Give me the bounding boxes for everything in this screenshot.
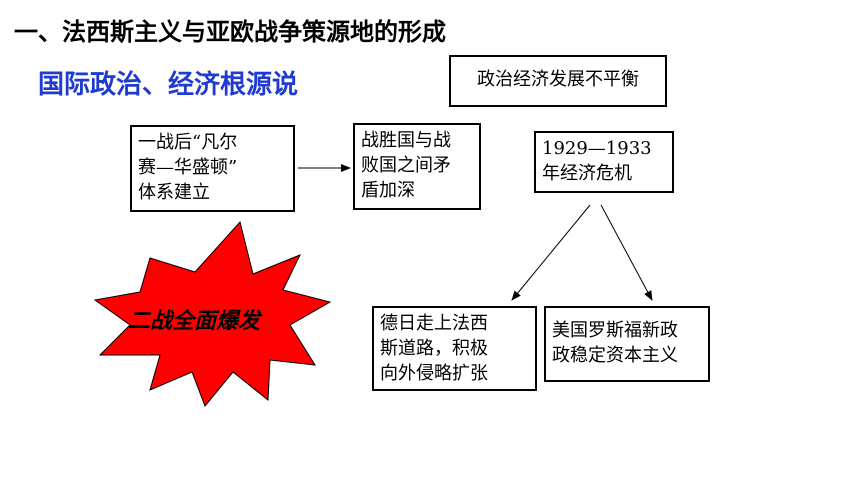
- page-title: 一、法西斯主义与亚欧战争策源地的形成: [14, 18, 446, 46]
- war-outbreak-burst: [93, 220, 332, 407]
- section-subtitle: 国际政治、经济根源说: [38, 70, 299, 100]
- arrow-crisis-to-new-deal: [600, 204, 653, 301]
- arrow-crisis-to-fascism: [511, 204, 591, 301]
- fascism-expansion-box: 德日走上法西 斯道路，积极 向外侵略扩张: [372, 306, 537, 391]
- war-outbreak-label: 二战全面爆发: [128, 309, 261, 334]
- economic-crisis-box: 1929—1933 年经济危机: [534, 131, 674, 193]
- new-deal-box: 美国罗斯福新政 政稳定资本主义: [544, 306, 710, 382]
- victor-loser-conflict-box: 战胜国与战 败国之间矛 盾加深: [353, 123, 481, 210]
- uneven-development-box: 政治经济发展不平衡: [449, 55, 667, 107]
- versailles-system-box: 一战后“凡尔 赛—华盛顿” 体系建立: [130, 125, 295, 212]
